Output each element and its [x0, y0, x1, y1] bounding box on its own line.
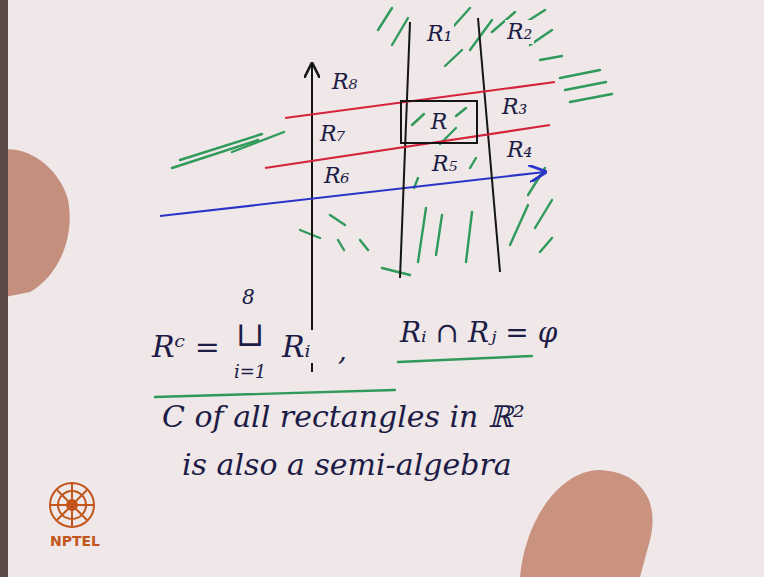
region-label: R₇: [318, 122, 347, 146]
hand: [0, 149, 70, 298]
region-label: R₂: [505, 20, 534, 44]
paper-edge: [0, 0, 8, 577]
region-label: R₈: [330, 70, 359, 94]
logo-text: NPTEL: [48, 534, 102, 549]
region-label: R₆: [322, 164, 351, 188]
vertical-line: [400, 22, 410, 278]
region-label: R₃: [500, 95, 529, 119]
rectangle-box: R: [400, 100, 478, 144]
formula-part: Rᵢ: [280, 330, 313, 363]
vertical-axis: [311, 64, 313, 372]
formula-part: i=1: [232, 362, 268, 382]
formula-part: Rᶜ =: [150, 330, 222, 363]
vertical-line: [478, 18, 500, 272]
hatching: [155, 8, 612, 397]
formula-part: ⊔: [234, 316, 267, 353]
formula-part: 8: [240, 286, 257, 308]
horizontal-axis: [160, 172, 545, 216]
region-label: R₅: [430, 152, 459, 176]
region-label: R₄: [505, 138, 534, 162]
note-text: C of all rectangles in ℝ²: [160, 400, 527, 433]
red-line: [265, 125, 550, 168]
formula: Rᵢ ∩ Rⱼ = φ: [398, 318, 559, 349]
formula-part: ,: [336, 336, 349, 367]
note-text: is also a semi-algebra: [180, 448, 514, 481]
nptel-logo: [50, 483, 94, 527]
region-label: R₁: [425, 22, 454, 46]
rectangle-label: R: [429, 110, 450, 134]
finger: [520, 470, 653, 577]
